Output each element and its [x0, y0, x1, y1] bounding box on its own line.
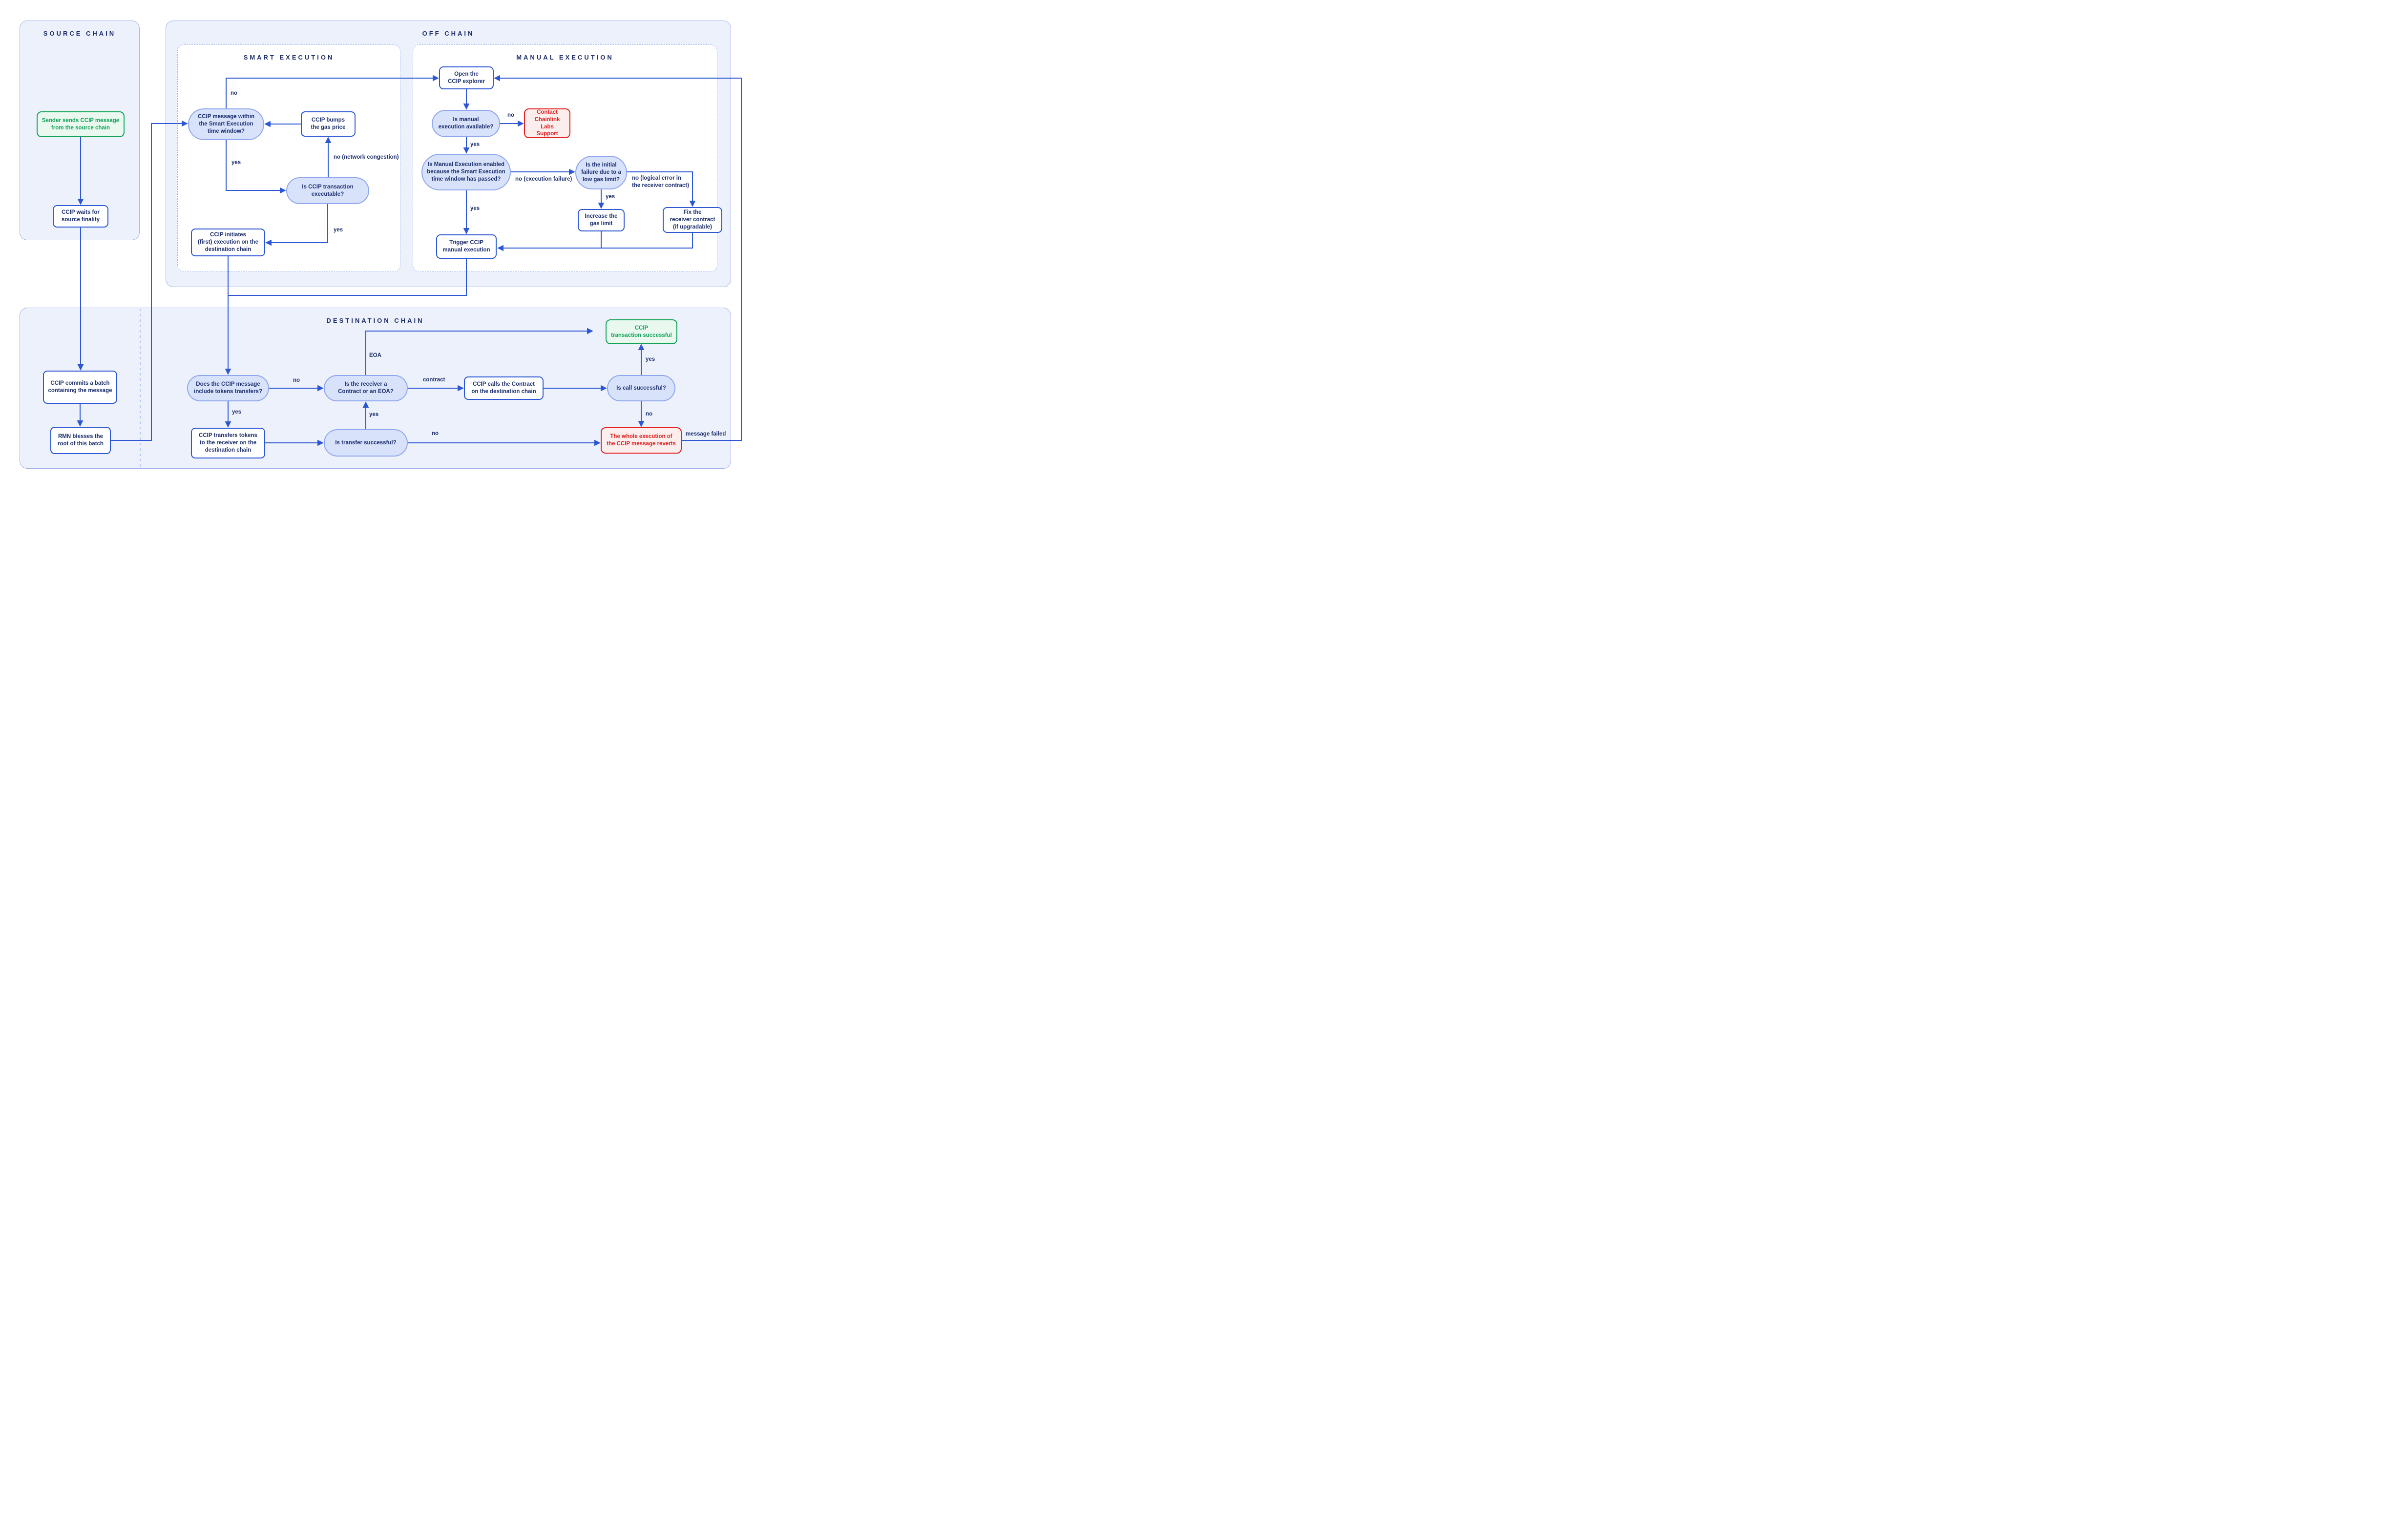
decision-within-smart-window: CCIP message within the Smart Execution … [188, 108, 264, 140]
label-call-no: no [646, 411, 653, 417]
label-execution-failure: no (execution failure) [515, 176, 572, 182]
node-rmn-blesses-root: RMN blesses the root of this batch [50, 427, 111, 454]
node-contact-chainlink-support: Contact Chainlink Labs Support [524, 108, 570, 138]
label-window-no: no [231, 90, 238, 96]
manual-execution-title: MANUAL EXECUTION [516, 54, 614, 61]
label-network-congestion: no (network congestion) [334, 154, 399, 160]
label-transfer-no: no [432, 431, 439, 437]
off-chain-title: OFF CHAIN [422, 30, 475, 37]
decision-manual-execution-enabled: Is Manual Execution enabled because the … [421, 154, 511, 190]
node-transaction-successful: CCIP transaction successful [606, 319, 677, 344]
source-chain-title: SOURCE CHAIN [43, 30, 116, 37]
decision-call-successful: Is call successful? [607, 375, 675, 401]
decision-transfer-successful: Is transfer successful? [324, 429, 408, 457]
node-fix-receiver-contract: Fix the receiver contract (if upgradable… [663, 207, 722, 233]
destination-chain-title: DESTINATION CHAIN [326, 317, 424, 324]
label-message-failed: message failed [686, 431, 726, 437]
label-tokens-no: no [293, 377, 300, 383]
label-window-yes: yes [231, 160, 241, 166]
node-increase-gas-limit: Increase the gas limit [578, 209, 625, 231]
smart-execution-title: SMART EXECUTION [243, 54, 335, 61]
node-bumps-gas-price: CCIP bumps the gas price [301, 111, 356, 137]
decision-transaction-executable: Is CCIP transaction executable? [286, 177, 369, 204]
node-trigger-manual-execution: Trigger CCIP manual execution [436, 234, 497, 259]
node-waits-source-finality: CCIP waits for source finality [53, 205, 108, 228]
label-tokens-yes: yes [232, 409, 242, 415]
node-transfers-tokens: CCIP transfers tokens to the receiver on… [191, 428, 265, 458]
label-executable-yes: yes [334, 227, 343, 233]
ccip-execution-flowchart: SOURCE CHAIN OFF CHAIN SMART EXECUTION M… [0, 0, 750, 483]
label-available-yes: yes [470, 142, 480, 147]
decision-manual-execution-available: Is manual execution available? [432, 110, 500, 137]
decision-receiver-contract-or-eoa: Is the receiver a Contract or an EOA? [324, 375, 408, 401]
node-commits-batch: CCIP commits a batch containing the mess… [43, 371, 117, 404]
node-sender-sends-message: Sender sends CCIP message from the sourc… [37, 111, 125, 137]
label-eoa: EOA [369, 353, 381, 358]
label-call-yes: yes [646, 356, 655, 362]
node-open-ccip-explorer: Open the CCIP explorer [439, 66, 494, 89]
label-available-no: no [507, 112, 515, 118]
node-execution-reverts: The whole execution of the CCIP message … [601, 427, 682, 454]
node-initiates-first-execution: CCIP initiates (first) execution on the … [191, 229, 265, 256]
label-transfer-yes: yes [369, 412, 379, 417]
decision-initial-failure-low-gas: Is the initial failure due to a low gas … [575, 156, 627, 189]
node-calls-contract: CCIP calls the Contract on the destinati… [464, 376, 544, 400]
label-contract: contract [423, 377, 445, 383]
label-logical-error: no (logical error in the receiver contra… [632, 175, 689, 188]
label-enabled-yes: yes [470, 206, 480, 211]
label-low-gas-yes: yes [606, 194, 615, 200]
decision-includes-token-transfers: Does the CCIP message include tokens tra… [187, 375, 269, 401]
